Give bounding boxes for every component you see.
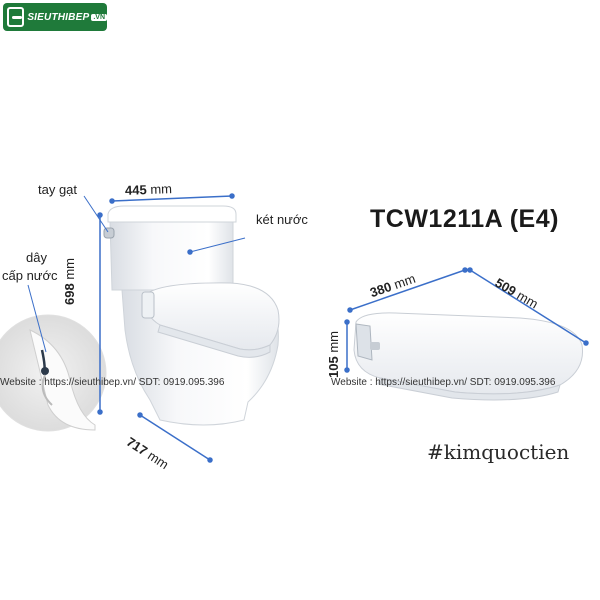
toilet-width-unit: mm — [150, 181, 173, 197]
logo-text: SIEUTHIBEP — [27, 11, 90, 23]
model-name: TCW1211A (E4) — [370, 205, 559, 233]
hashtag: #kimquoctien — [427, 440, 570, 464]
logo-icon — [7, 7, 25, 27]
watermark-left: Website : https://sieuthibep.vn/ SDT: 09… — [0, 377, 225, 388]
dimension-lines — [27, 193, 589, 463]
seat-height-unit: mm — [326, 331, 341, 353]
toilet-height-dimension: 698 mm — [62, 258, 77, 305]
toilet-height-value: 698 — [62, 283, 77, 305]
flush-lever-label: tay gạt — [38, 182, 78, 197]
watermark-right: Website : https://sieuthibep.vn/ SDT: 09… — [331, 377, 556, 388]
water-supply-label-line2: cấp nước — [2, 268, 58, 283]
seat-height-dimension: 105 mm — [326, 331, 341, 378]
water-supply-label-line1: dây — [26, 250, 47, 265]
washlet-seat — [353, 312, 584, 401]
logo-suffix: .VN — [91, 13, 107, 21]
toilet-width-value: 445 — [124, 182, 147, 198]
brand-logo: SIEUTHIBEP .VN — [3, 3, 107, 31]
seat-height-value: 105 — [326, 356, 341, 378]
toilet-body — [103, 205, 280, 426]
toilet-height-unit: mm — [62, 258, 77, 280]
water-supply-inset — [0, 314, 107, 432]
toilet-width-dimension: 445 mm — [125, 181, 172, 198]
tank-label: két nước — [256, 212, 308, 227]
